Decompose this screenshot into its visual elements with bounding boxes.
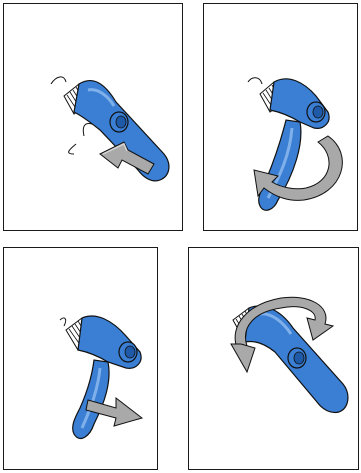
- tool-illustration-4: [189, 248, 358, 469]
- cord-line: [51, 77, 66, 84]
- tool-illustration-1: [4, 4, 182, 230]
- rotate-arrow-head: [231, 344, 255, 372]
- cord-line: [248, 78, 262, 84]
- illustration-panel-2: [203, 3, 358, 231]
- illustration-panel-3: [3, 247, 158, 470]
- cord-line: [69, 144, 76, 154]
- tool-illustration-3: [4, 248, 157, 469]
- tool-handle: [73, 360, 109, 439]
- illustration-panel-1: [3, 3, 183, 231]
- cord-line: [83, 124, 92, 136]
- cord-line: [60, 318, 66, 326]
- illustration-panel-4: [188, 247, 359, 470]
- tool-illustration-2: [204, 4, 357, 230]
